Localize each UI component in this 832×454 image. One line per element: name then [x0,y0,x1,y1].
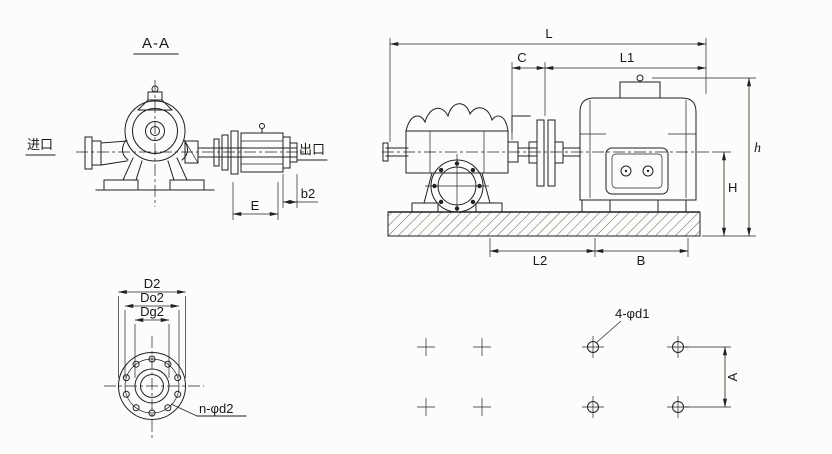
motor-side-view [579,74,697,213]
dim-dg2-label: Dg2 [140,304,164,319]
coupling [528,119,581,187]
foundation-hole-callout: 4-φd1 [615,306,649,321]
dim-l2-label: L2 [533,253,547,268]
terminal-box [619,81,661,99]
pump-casing-section [122,100,188,162]
pump-side-view [382,103,538,213]
bearing-assembly [184,123,298,175]
dim-h-center-label: H [728,180,737,195]
dim-d2-label: D2 [144,276,161,291]
suction-flange [84,136,128,170]
dim-l-label: L [545,26,552,41]
dim-do2-label: Do2 [140,290,164,305]
motor-foot-right [657,199,687,213]
foundation-bolt-layout: 4-φd1 A [417,306,740,418]
dim-h-total-label: h [754,141,761,156]
dim-a-label: A [725,372,740,381]
discharge-flange-view: D2 Do2 Dg2 n-φd2 [104,276,247,438]
flange-bolt-callout: n-φd2 [199,401,233,416]
foundation-holes [582,336,689,418]
flange-bolt-holes [122,355,182,417]
outlet-label: 出口 [299,142,325,157]
motor-foot-left [581,199,611,213]
section-view-a-a: A-A 进口 [25,35,328,220]
flange-outer-circle [118,352,186,420]
pump-foot-left [103,179,139,191]
dim-l1-label: L1 [620,50,634,65]
pump-foot-right [169,179,205,191]
section-title: A-A [142,35,170,52]
dim-e-label: E [251,198,260,213]
dim-b2-label: b2 [301,186,315,201]
inlet-label: 进口 [27,137,53,152]
dim-c-label: C [517,50,526,65]
base-plate [387,211,701,237]
dim-b-label: B [637,253,646,268]
foundation-cross-marks [417,338,491,416]
assembly-side-view: L C L1 h H L2 B [382,26,761,268]
